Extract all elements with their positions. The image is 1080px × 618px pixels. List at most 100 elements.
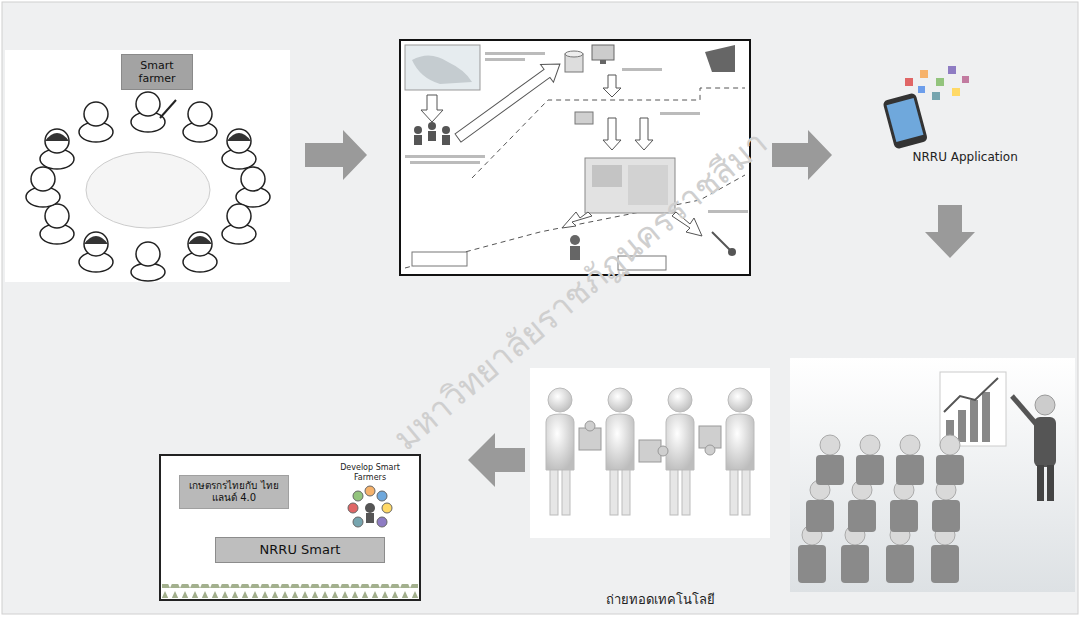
box-text: เกษตรกรไทยกับ ไทยแลนด์ 4.0 (186, 480, 282, 504)
system-schematic-part (485, 52, 545, 55)
presentation-photo-part-part (798, 545, 826, 583)
presentation-photo-part-part (896, 455, 924, 485)
flow-arrow-part (772, 130, 832, 180)
system-schematic-part (635, 118, 653, 150)
farmers-cartoon-part-part (84, 102, 108, 126)
farmers-cartoon-part (86, 152, 210, 228)
flow-arrow-part (305, 130, 367, 180)
system-schematic-part (412, 252, 467, 266)
phone-icon-part-part (887, 98, 924, 142)
puzzle-teamwork-part (550, 470, 750, 515)
presentation-photo-part-part (820, 435, 840, 455)
presentation-photo-part (1047, 465, 1054, 501)
presentation-photo-part (790, 358, 1075, 592)
farmers-cartoon-part (45, 133, 251, 244)
system-schematic-part-part (414, 126, 422, 134)
puzzle-teamwork-part-part (546, 414, 574, 470)
presentation-photo-part (1012, 396, 1037, 425)
system-schematic-part (575, 112, 593, 124)
system-schematic-part (562, 212, 592, 228)
farmers-cartoon-part (26, 92, 270, 281)
farmers-cartoon-part-part (227, 129, 251, 153)
presentation-photo-part-part (900, 435, 920, 455)
system-schematic-part (412, 55, 472, 84)
system-schematic-part (405, 155, 485, 158)
icon-caption: Develop Smart Farmers (332, 463, 408, 482)
system-schematic-part (565, 51, 583, 57)
result-panel-part-part (353, 517, 363, 527)
result-panel-part (365, 503, 375, 513)
presentation-photo-part-part (860, 435, 880, 455)
presentation-photo-part (958, 410, 966, 442)
title-box: Smart farmer (121, 54, 193, 90)
system-schematic-part (622, 68, 662, 71)
puzzle-teamwork-part-part (742, 470, 750, 515)
flow-arrow-part (468, 433, 525, 487)
phone-icon-part (918, 86, 925, 93)
system-schematic-part (592, 45, 614, 60)
system-schematic-part (705, 45, 735, 72)
system-schematic-part (452, 55, 567, 147)
phone-icon-part (948, 66, 956, 74)
result-panel (160, 455, 420, 600)
system-schematic-part (400, 40, 750, 275)
result-panel-part (348, 486, 392, 527)
phone-icon-part (936, 78, 944, 86)
presentation-photo-part (1037, 465, 1044, 501)
app-caption: NRRU Application (913, 150, 1018, 164)
puzzle-teamwork-part-part (658, 446, 668, 456)
system-schematic (400, 40, 750, 275)
puzzle-teamwork-part-part (610, 470, 618, 515)
presentation-photo-part-part (890, 500, 918, 532)
system-schematic-part (570, 235, 580, 245)
system-schematic-part-part (442, 126, 450, 134)
name-box: NRRU Smart (215, 537, 385, 563)
system-schematic-part (421, 95, 443, 122)
system-schematic-part (660, 112, 700, 115)
system-schematic-part (600, 60, 606, 64)
system-schematic-part (712, 232, 730, 250)
puzzle-teamwork-part-part (666, 414, 694, 470)
box-text: NRRU Smart (222, 542, 378, 558)
farmers-cartoon-part-part (45, 204, 69, 228)
presentation-photo-part-part (806, 500, 834, 532)
farmers-cartoon-part-part (227, 204, 251, 228)
farmers-cartoon-part-part (136, 242, 160, 266)
system-schematic-part (405, 45, 480, 90)
presentation-photo-part-part (848, 500, 876, 532)
presentation-photo-part (802, 435, 960, 545)
puzzle-teamwork-part-part (728, 388, 752, 412)
presentation-photo-part-part (816, 455, 844, 485)
farmers-cartoon-part-part (31, 167, 55, 191)
farmers-cartoon-part-part (227, 133, 251, 141)
result-panel-part-part (377, 491, 387, 501)
system-schematic-part (603, 118, 621, 150)
puzzle-teamwork-part-part (548, 388, 572, 412)
result-panel-part (162, 584, 418, 598)
puzzle-teamwork-part (546, 388, 754, 470)
system-schematic-part (708, 210, 748, 213)
presentation-photo-part-part (940, 435, 960, 455)
farmers-cartoon-part (5, 50, 290, 282)
result-panel-part-part (382, 503, 392, 513)
result-panel-part-part (353, 491, 363, 501)
puzzle-teamwork-part-part (550, 470, 558, 515)
farmers-cartoon-part (160, 100, 176, 118)
system-schematic-part (728, 248, 736, 256)
farmers-cartoon-part-part (84, 232, 108, 256)
presentation-photo-part-part (841, 545, 869, 583)
phone-icon-part (962, 76, 969, 83)
phone-icon-part (932, 92, 940, 100)
system-schematic-part (592, 165, 622, 187)
system-schematic-part (570, 246, 580, 260)
farmers-cartoon-part-part (188, 236, 212, 244)
presentation-photo-part-part (936, 455, 964, 485)
result-panel-part-part (365, 486, 375, 496)
phone-icon (882, 66, 969, 150)
system-schematic-part-part (442, 135, 450, 145)
presentation-photo-part (798, 455, 964, 583)
puzzle-teamwork-part-part (608, 388, 632, 412)
system-schematic-part (485, 58, 525, 61)
puzzle-teamwork-part-part (670, 470, 678, 515)
